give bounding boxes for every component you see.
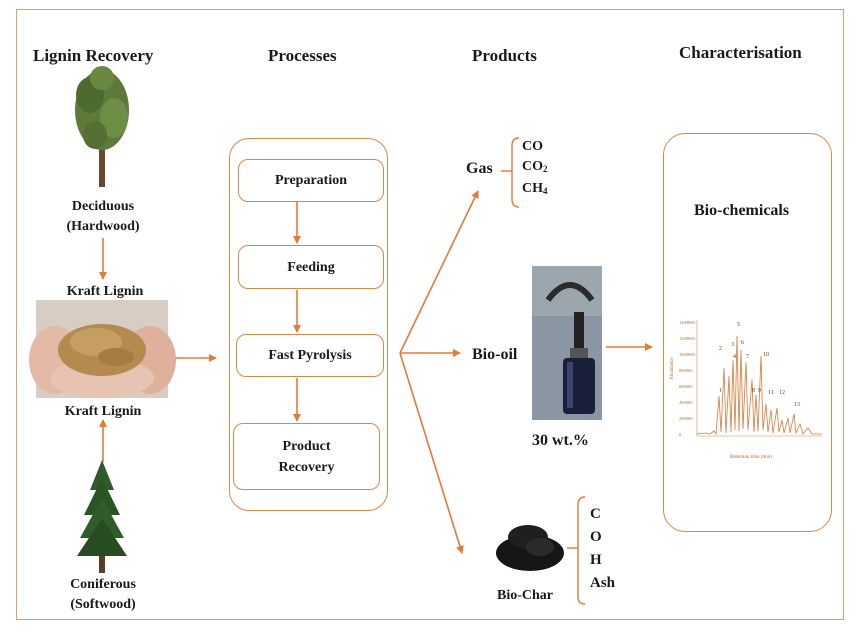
chromatogram-peak-label: 10 [763,352,769,358]
chromatogram-ytick: 1000000 [679,352,696,357]
chromatogram-ytick: 1400000 [679,320,696,325]
gas-co: CO [522,139,543,154]
gas-co2: CO2 [522,159,548,174]
chromatogram-peak-label: 3 [731,342,734,348]
processes-container [229,138,388,511]
label-deciduous-name: Deciduous [71,199,135,214]
characterisation-container [663,133,832,532]
chromatogram-peak-label: 9 [758,388,761,394]
chromatogram-peak-label: 12 [779,390,785,396]
process-feeding: Feeding [238,245,384,289]
chromatogram-ytick: 800000 [679,368,693,373]
chromatogram-peak-label: 1 [719,388,722,394]
char-c: C [590,506,601,522]
chromatogram-peak-label: 4 [733,354,736,360]
chromatogram-xlabel: Retention time (min) [730,455,772,460]
chromatogram-peak-label: 13 [794,402,800,408]
chromatogram-peak-label: 5 [737,322,740,328]
gas-ch4: CH4 [522,181,548,196]
process-fast-pyrolysis: Fast Pyrolysis [236,334,384,377]
header-characterisation: Characterisation [679,43,802,62]
gas-components: CO CO2 CH4 [522,137,548,201]
chromatogram-peak-label: 8 [752,388,755,394]
char-ash: Ash [590,575,616,591]
label-hardwood: (Hardwood) [66,219,140,234]
label-bio-chemicals: Bio-chemicals [694,202,790,219]
char-h: H [590,552,602,568]
diagram-frame [16,9,844,620]
label-gas: Gas [466,160,493,177]
chromatogram-ytick: 400000 [679,400,693,405]
label-softwood: (Softwood) [70,597,136,612]
chromatogram-peak-label: 11 [768,390,774,396]
label-deciduous: Deciduous (Hardwood) [50,197,156,237]
arrow-to-bio-char [399,352,464,554]
header-processes: Processes [268,46,337,65]
label-bio-oil: Bio-oil [472,346,518,363]
gas-brace [511,137,520,208]
chromatogram-ytick: 0 [679,432,682,437]
chromatogram-trace [696,335,822,436]
chromatogram-ytick: 200000 [679,416,693,421]
header-products: Products [472,46,537,65]
process-preparation: Preparation [238,159,384,202]
label-coniferous-name: Coniferous [70,577,136,592]
chromatogram-ytick: 1200000 [679,336,696,341]
label-bio-char: Bio-Char [497,588,553,603]
chromatogram-ytick: 600000 [679,384,693,389]
char-o: O [590,529,602,545]
label-bio-oil-yield: 30 wt.% [532,432,589,449]
header-lignin-recovery: Lignin Recovery [33,46,154,65]
arrow-to-gas [399,190,479,354]
process-product-recovery: Product Recovery [233,423,380,490]
chromatogram-peak-label: 7 [746,354,749,360]
label-kraft-lignin-bottom: Kraft Lignin [64,404,142,419]
label-coniferous: Coniferous (Softwood) [50,575,156,615]
char-brace [577,496,586,605]
chromatogram-peak-label: 2 [719,346,722,352]
chromatogram-peak-label: 6 [741,340,744,346]
chromatogram-ylabel: Abundance [670,356,675,380]
char-components: C O H Ash [590,503,615,595]
label-kraft-lignin-top: Kraft Lignin [66,284,144,299]
